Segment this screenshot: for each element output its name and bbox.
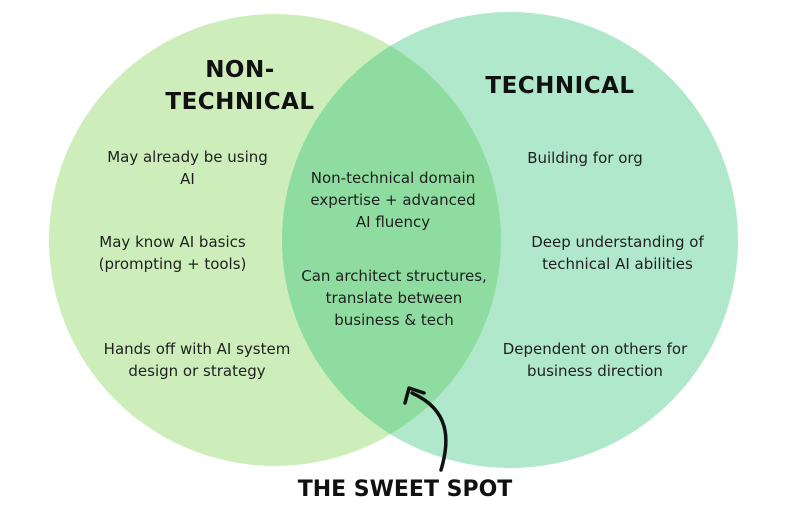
non-technical-title-line2: TECHNICAL — [165, 89, 315, 115]
technical-item: Deep understanding of technical AI abili… — [531, 233, 704, 273]
arrow-head-icon — [403, 386, 426, 405]
non-technical-item: Hands off with AI system design or strat… — [103, 340, 291, 380]
non-technical-title-line1: NON- — [205, 57, 275, 83]
overlap-item: Can architect structures, translate betw… — [301, 267, 487, 329]
technical-item: Building for org — [527, 149, 643, 167]
technical-item: Dependent on others for business directi… — [502, 340, 688, 380]
non-technical-item: May already be using AI — [107, 148, 268, 188]
sweet-spot-caption: THE SWEET SPOT — [297, 477, 513, 502]
overlap-item: Non-technical domain expertise + advance… — [310, 169, 476, 231]
overlap-region — [282, 14, 501, 466]
non-technical-item: May know AI basics (prompting + tools) — [98, 233, 247, 273]
technical-title: TECHNICAL — [485, 73, 635, 99]
arrow-icon — [410, 391, 448, 472]
